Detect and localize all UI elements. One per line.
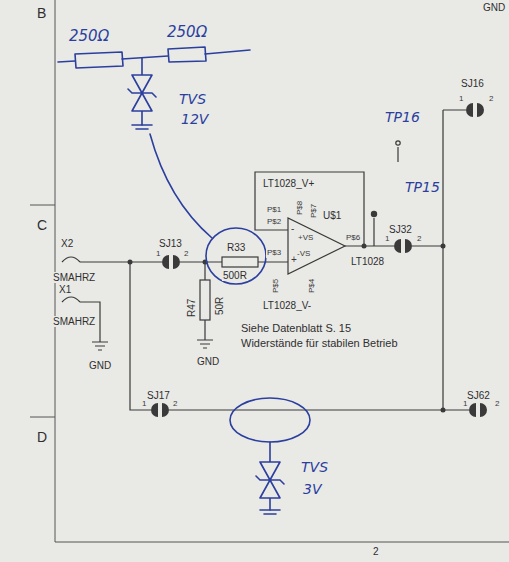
ground-symbol	[92, 342, 108, 350]
pin-label: 1	[155, 250, 161, 259]
handwritten-note: 12V	[180, 112, 209, 127]
pin-label: +VS	[297, 234, 314, 243]
part-label: SMAHRZ	[52, 316, 96, 327]
wires	[62, 110, 469, 410]
pin-label: 1	[141, 400, 147, 409]
part-label: R47	[186, 298, 197, 318]
pin-label: P$3	[266, 249, 282, 258]
pin-label: P$8	[296, 200, 305, 216]
pin-label: 1	[458, 95, 464, 104]
part-label: SJ17	[146, 390, 171, 401]
part-label: SJ16	[460, 78, 485, 89]
part-label: LT1028_V+	[262, 178, 315, 189]
part-label: D	[36, 430, 48, 445]
part-label: 500R	[222, 270, 248, 281]
pin-label: 1	[462, 400, 468, 409]
opamp-symbol	[288, 218, 345, 274]
handwritten-note: 250Ω	[166, 24, 208, 41]
pin-label: 2	[183, 250, 189, 259]
pin-label: P$7	[310, 203, 319, 219]
handwritten-note: TVS	[178, 92, 207, 107]
pin-label: P$6	[345, 234, 361, 243]
tvs-diode-symbol	[256, 442, 284, 510]
handwritten-note: 3V	[302, 482, 322, 497]
pin-label: 2	[494, 400, 500, 409]
pin-label: 2	[416, 235, 422, 244]
part-label: X2	[60, 238, 74, 249]
part-label: LT1028	[350, 256, 385, 267]
pin-label: 2	[172, 400, 178, 409]
pin-label: -	[290, 223, 295, 234]
part-label: R33	[226, 242, 246, 253]
pin-label: -VS	[296, 250, 311, 259]
tvs-diode-symbol	[128, 58, 156, 125]
pin-label: P$4	[308, 278, 317, 294]
part-label: GND	[196, 356, 220, 367]
handwritten-note: TVS	[300, 460, 329, 475]
resistor-symbol	[75, 52, 123, 68]
resistor-symbol	[168, 47, 206, 62]
connector-symbol	[62, 257, 80, 262]
part-label: Widerstände für stabilen Betrieb	[240, 337, 399, 349]
part-label: SJ13	[158, 238, 183, 249]
solder-jumpers	[128, 103, 488, 417]
part-label: X1	[58, 284, 72, 295]
pin-label: 2	[488, 95, 494, 104]
part-label: SMAHRZ	[52, 272, 96, 283]
handwritten-note: TP15	[404, 180, 441, 195]
frame	[30, 0, 509, 542]
part-label: 2	[372, 546, 380, 557]
part-label: 50R	[214, 296, 225, 316]
resistor-symbol	[200, 280, 210, 320]
part-label: C	[36, 218, 48, 233]
part-label: GND	[482, 2, 506, 13]
part-label: SJ62	[466, 390, 491, 401]
part-label: SJ32	[388, 224, 413, 235]
pin-label: P$1	[266, 206, 282, 215]
part-label: U$1	[322, 210, 342, 221]
leader-line	[150, 134, 212, 238]
ground-symbol	[197, 340, 213, 348]
pin-label: 1	[384, 235, 390, 244]
part-label: LT1028_V-	[262, 300, 312, 311]
pin-label: P$5	[272, 278, 281, 294]
part-label: GND	[88, 360, 112, 371]
handwritten-note: 250Ω	[68, 28, 110, 45]
part-label: B	[36, 6, 47, 21]
resistor-symbol	[222, 257, 258, 267]
handwritten-note: TP16	[384, 110, 421, 125]
part-label: Siehe Datenblatt S. 15	[240, 322, 352, 334]
pin-label: P$2	[266, 218, 282, 227]
